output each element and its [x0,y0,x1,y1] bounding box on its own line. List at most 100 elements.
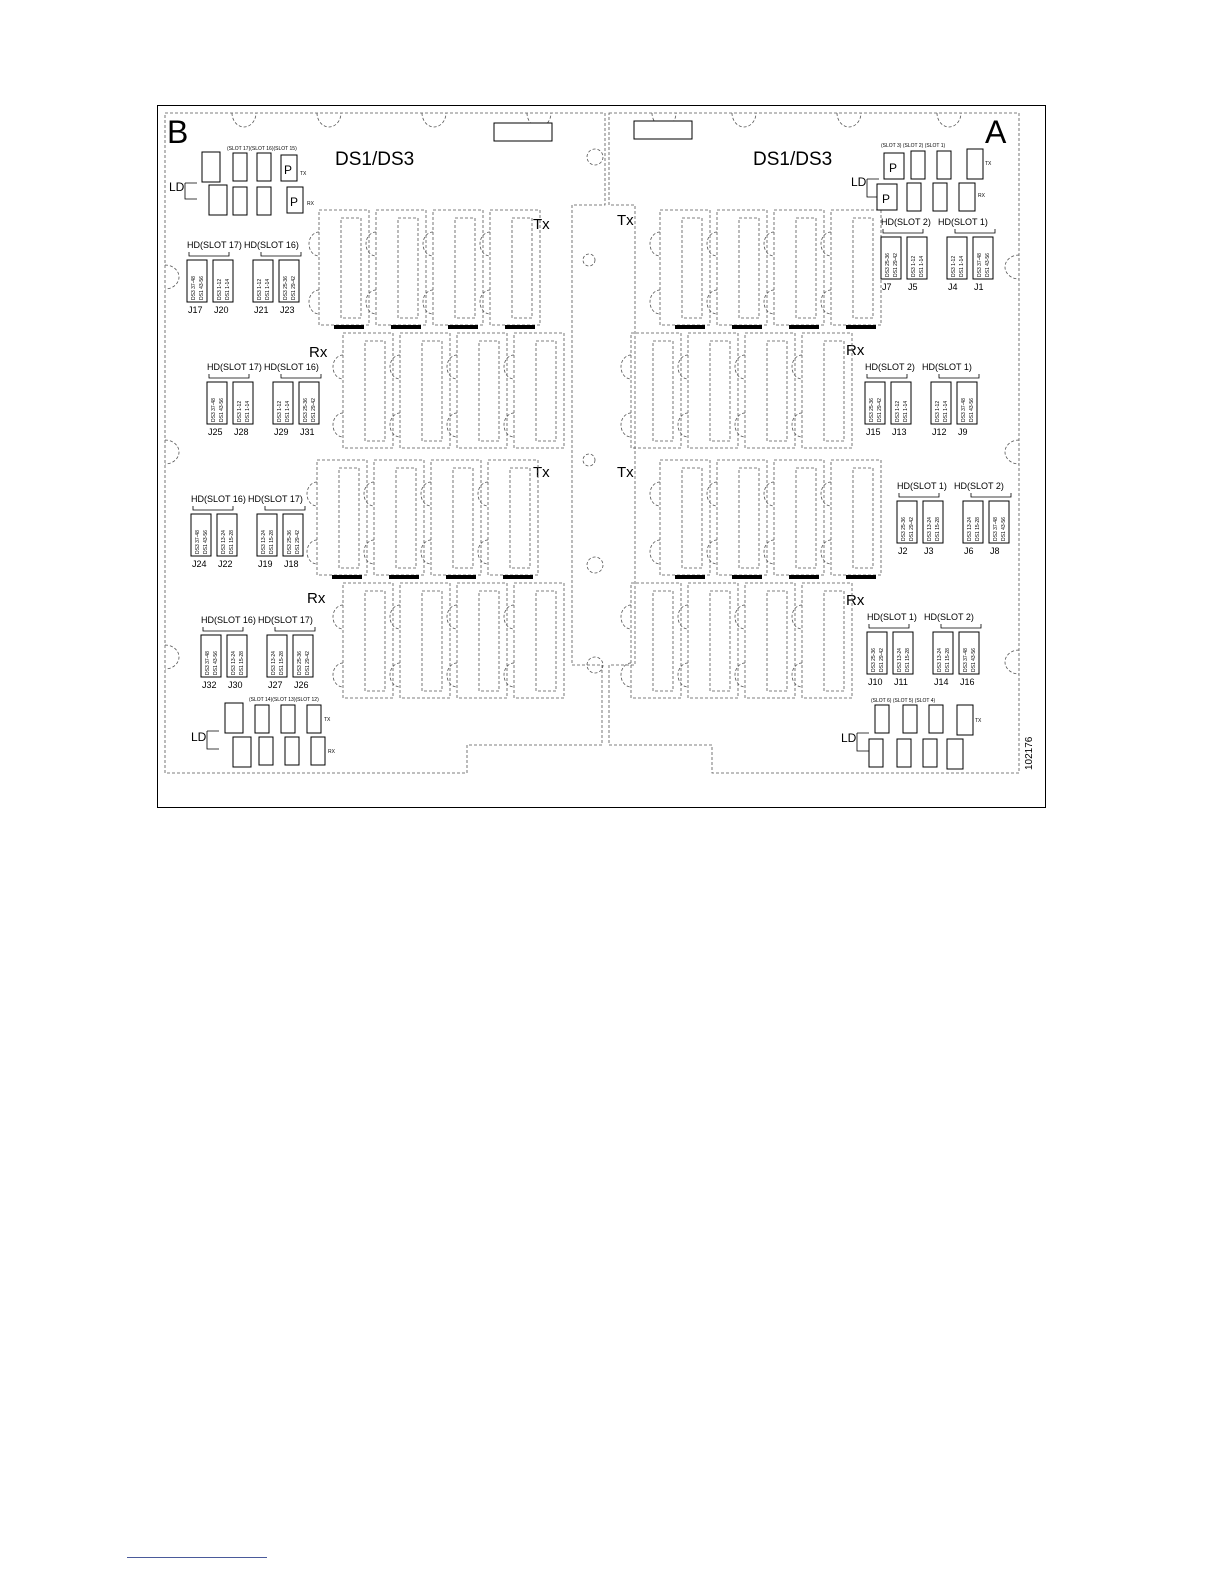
connector-block [763,209,825,329]
p-label: P [889,161,897,175]
hd-slot-header: HD(SLOT 1) [897,481,947,491]
jack-ds1-range: DS1 29-42 [295,530,301,554]
jack-id: J2 [898,546,908,556]
connector-block [332,582,394,699]
connector-block [677,582,739,699]
connector-block [306,459,368,579]
jack-ds3-range: DS3 25-36 [869,398,875,422]
jack-id: J11 [894,677,908,687]
jack-ds1-range: DS1 43-56 [971,648,977,672]
jack-ds1-range: DS1 43-56 [213,651,219,675]
jack-ds3-range: DS3 13-24 [261,530,267,554]
jack-id: J10 [868,677,883,687]
connector-block [791,332,853,449]
jack-ds1-range: DS1 15-28 [279,651,285,675]
jack-ds1-range: DS1 29-42 [879,648,885,672]
jack-id: J9 [958,427,968,437]
connector-block [365,209,427,329]
jack-ds1-range: DS1 15-28 [945,648,951,672]
hd-slot-header: HD(SLOT 2) [881,217,931,227]
connector-block [479,209,541,329]
hd-slot-header: HD(SLOT 1) [867,612,917,622]
jack-ds1-range: DS1 15-28 [975,517,981,541]
hd-slot-header: HD(SLOT 16) [244,240,299,250]
connector-block [332,332,394,449]
connector-block [420,459,482,579]
ld-assembly-top-left: LD (SLOT 17)(SLOT 16)(SLOT 15) P P TX RX [169,146,315,216]
connector-block [446,582,508,699]
jack-ds3-range: DS3 25-36 [885,253,891,277]
jack-ds3-range: DS3 25-36 [901,517,907,541]
connector-block [734,332,796,449]
jack-ds3-range: DS3 13-24 [271,651,277,675]
jack-id: J29 [274,427,289,437]
ld-label: LD [191,730,207,744]
hd-slot-header: HD(SLOT 2) [924,612,974,622]
jack-ds1-range: DS1 1-14 [285,401,291,422]
jack-ds3-range: DS3 1-12 [257,279,263,300]
rx-label-upper-left: Rx [309,344,328,361]
jack-id: J27 [268,680,283,690]
jack-id: J16 [960,677,975,687]
board-outline-right [608,112,1020,774]
hd-slot-header: HD(SLOT 17) [207,362,262,372]
jack-ds1-range: DS1 29-42 [311,398,317,422]
jack-ds1-range: DS1 1-14 [225,279,231,300]
jack-ds1-range: DS1 1-14 [903,401,909,422]
jack-ds1-range: DS1 43-56 [1001,517,1007,541]
jack-ds3-range: DS3 25-36 [287,530,293,554]
figure-number: 102176 [1024,736,1035,770]
connector-block [791,582,853,699]
p-label: P [290,195,298,209]
hd-slot-header: HD(SLOT 16) [264,362,319,372]
jack-id: J28 [234,427,249,437]
jack-id: J14 [934,677,949,687]
jack-ds3-range: DS3 25-36 [303,398,309,422]
jack-ds3-range: DS3 25-36 [297,651,303,675]
jack-id: J23 [280,305,295,315]
jack-ds1-range: DS1 43-56 [199,276,205,300]
tx-label-upper-right: Tx [617,212,634,229]
jack-id: J21 [254,305,269,315]
jack-ds1-range: DS1 29-42 [909,517,915,541]
connector-block [706,459,768,579]
connector-block [389,582,451,699]
jack-id: J13 [892,427,907,437]
jack-ds3-range: DS3 37-48 [961,398,967,422]
connector-block [477,459,539,579]
jack-id: J20 [214,305,229,315]
jack-id: J17 [188,305,203,315]
connector-block [620,582,682,699]
jack-ds3-range: DS3 1-12 [911,256,917,277]
jack-ds3-range: DS3 37-48 [205,651,211,675]
top-slot-left [493,122,553,142]
jack-ds3-range: DS3 1-12 [935,401,941,422]
jack-ds1-range: DS1 1-14 [959,256,965,277]
ld-assembly-bottom-left: LD (SLOT 14)(SLOT 13)(SLOT 12) TX RX [191,697,336,768]
jack-id: J31 [300,427,315,437]
ld-assembly-bottom-right: LD (SLOT 6) (SLOT 5) (SLOT 4) TX [841,698,982,770]
jack-id: J7 [882,282,892,292]
jack-ds3-range: DS3 37-48 [963,648,969,672]
connector-blocks [306,209,882,699]
